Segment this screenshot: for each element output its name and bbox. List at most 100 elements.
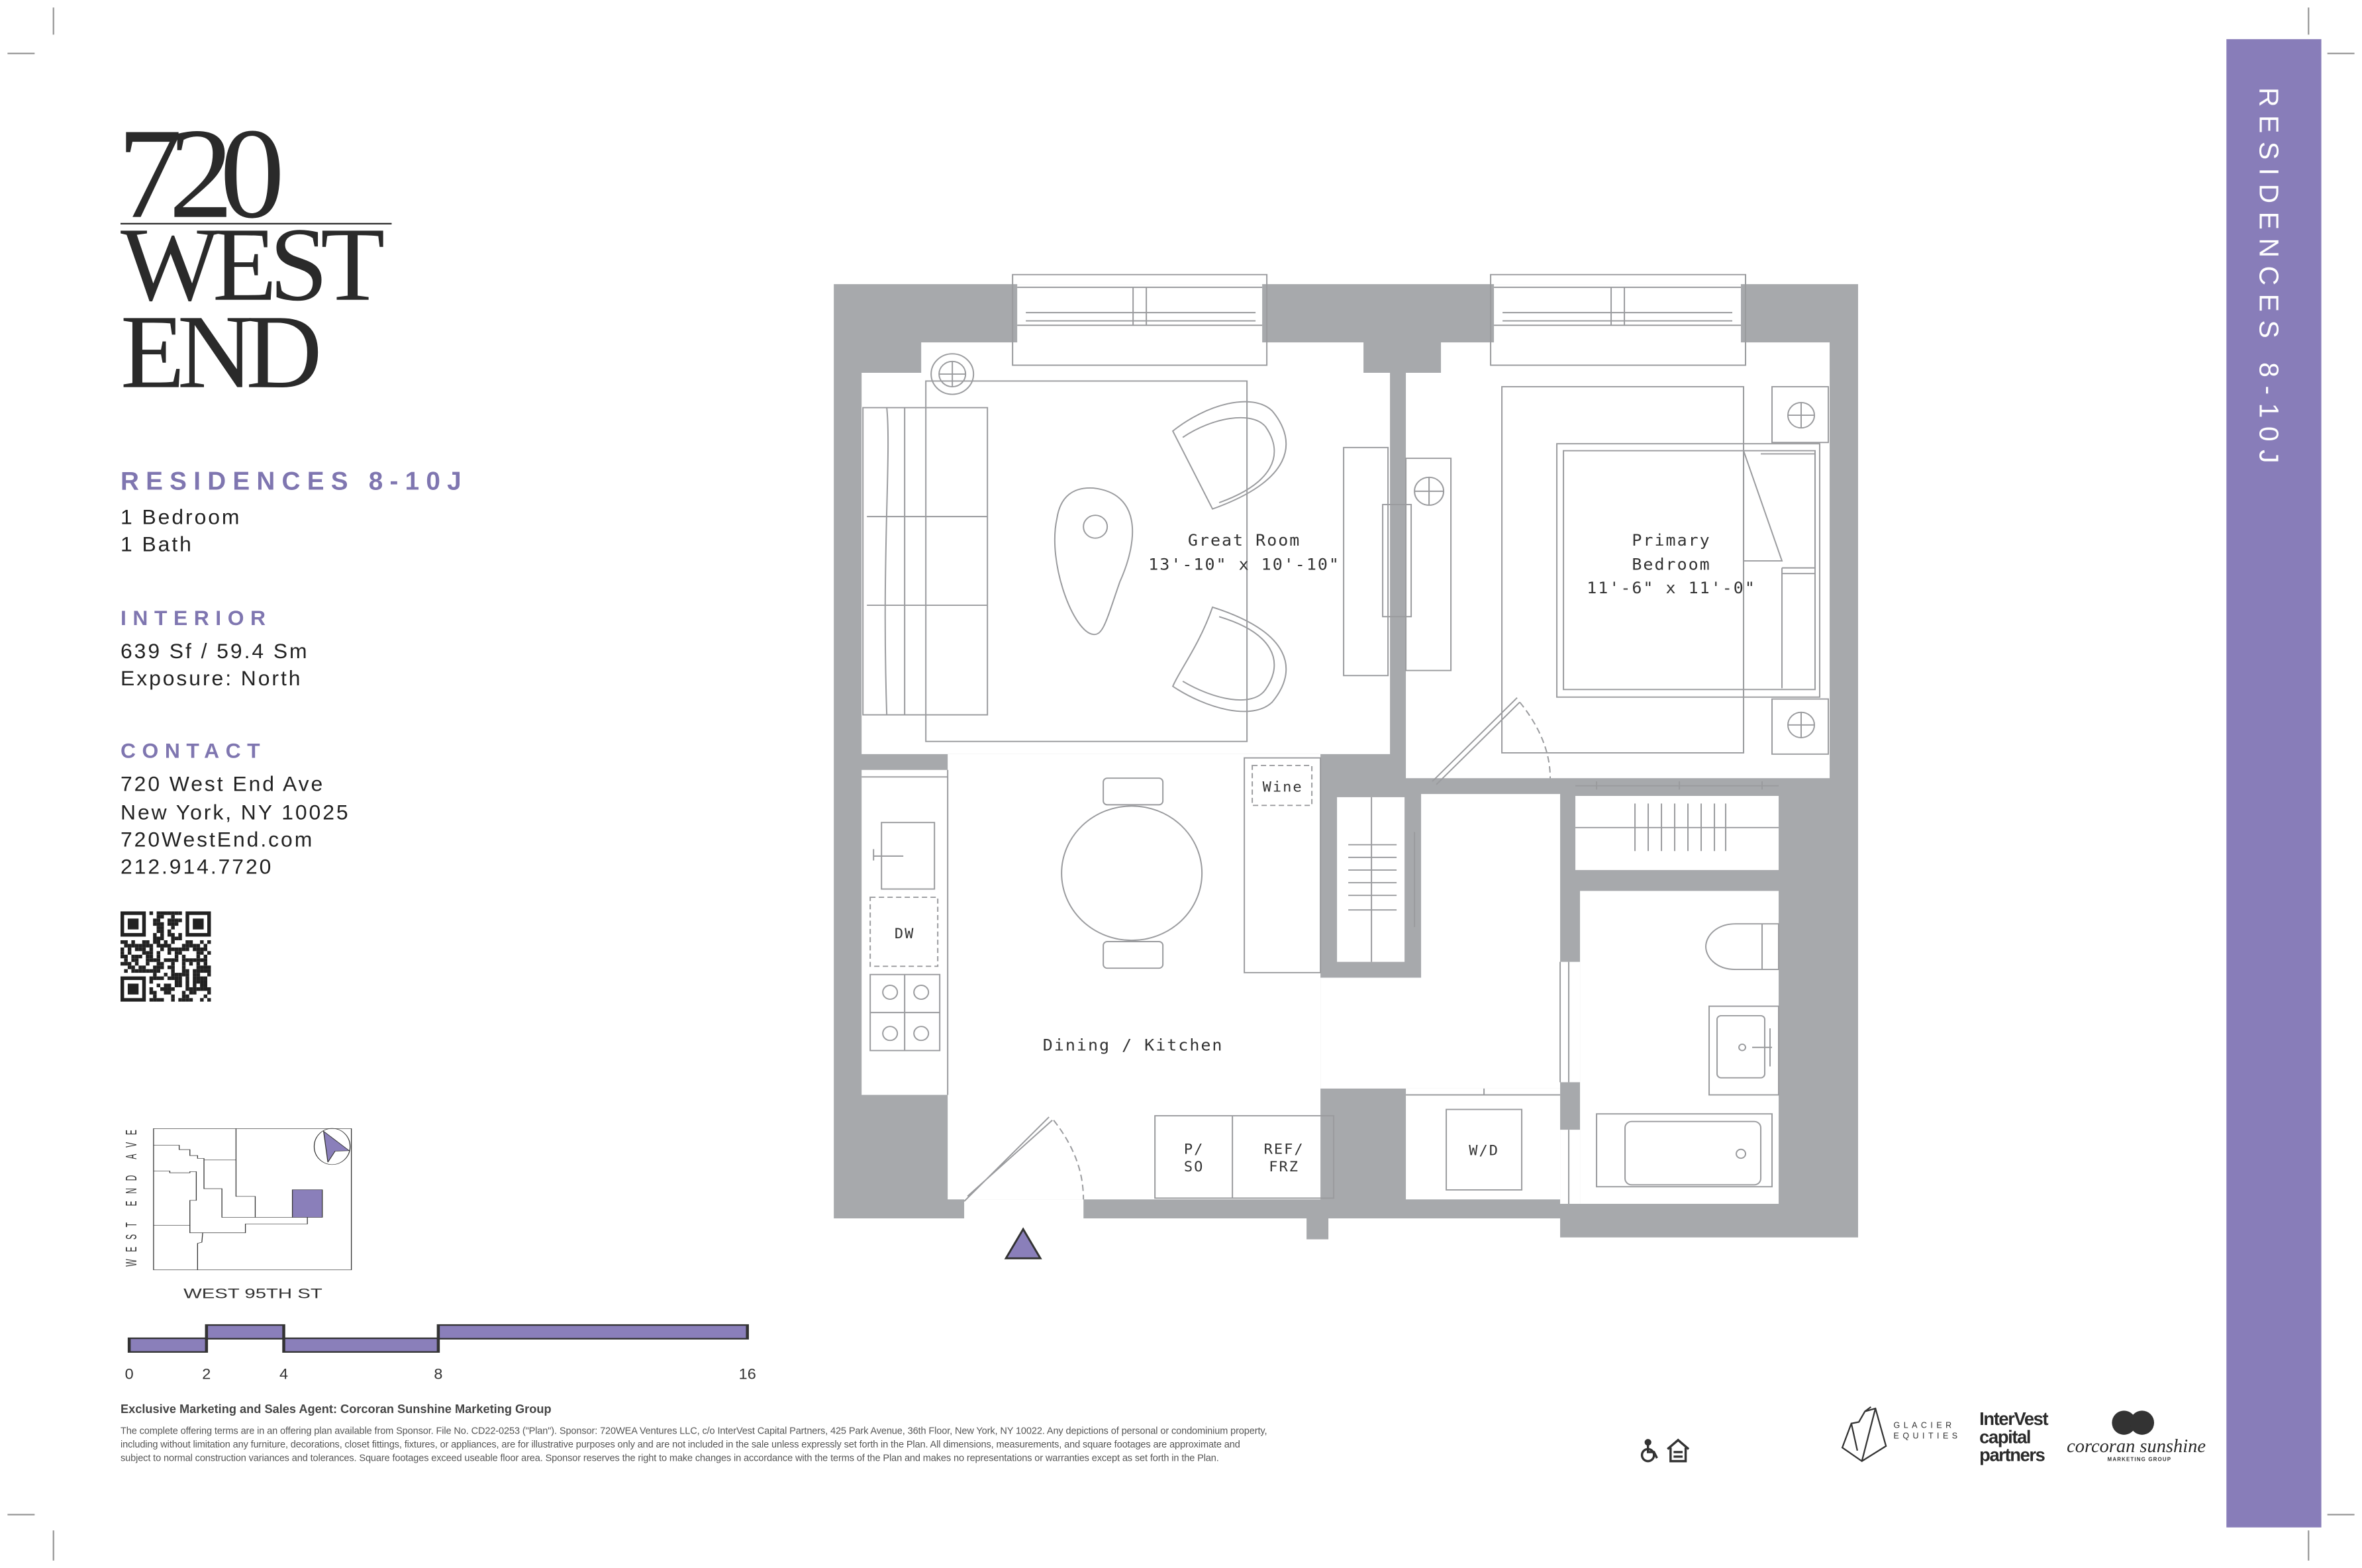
glacier-text-1: GLACIER [1893, 1422, 1955, 1432]
window-right [1489, 273, 1746, 366]
contact-city: New York, NY 10025 [120, 799, 350, 824]
glacier-mountain-icon [1841, 1406, 1887, 1462]
logo-720: 720 [117, 101, 285, 246]
exposure: Exposure: North [120, 665, 303, 690]
scale-bar-tick-label: 0 [124, 1365, 133, 1381]
scale-bar-tick-label: 2 [202, 1365, 211, 1381]
crop-mark [2327, 52, 2355, 54]
equal-housing-icon [1667, 1438, 1690, 1463]
nightstand [1770, 385, 1828, 443]
bathtub [1595, 1112, 1772, 1187]
armchair [1171, 401, 1286, 510]
rooms [861, 283, 1829, 1218]
glacier-text-2: EQUITIES [1893, 1432, 1961, 1442]
street-label-95th: WEST 95TH ST [183, 1285, 322, 1300]
great-room-dims: 13'-10" x 10'-10" [1148, 555, 1340, 573]
bedroom-dims: 11'-6" x 11'-0" [1586, 578, 1755, 597]
side-band-text: RESIDENCES 8-10J [2253, 87, 2284, 472]
intervest-text-3: partners [1979, 1444, 2045, 1466]
site-unit-highlight [291, 1189, 322, 1217]
toilet [1704, 922, 1779, 970]
window-left [1011, 273, 1267, 366]
great-room-label: Great Room [1187, 530, 1300, 549]
pso-label-1: P/ [1183, 1141, 1203, 1157]
disclaimer-line: The complete offering terms are in an of… [120, 1426, 1267, 1438]
scale-bar-tick-label: 16 [738, 1365, 756, 1381]
site-lot [189, 1216, 308, 1232]
site-map [152, 1127, 352, 1269]
compliance-icons [1640, 1438, 1690, 1463]
wd-label: W/D [1468, 1142, 1499, 1158]
logo-rule [120, 222, 392, 224]
coffee-table [1053, 487, 1133, 635]
washer-dryer [1444, 1108, 1522, 1191]
floor-plan: Great Room 13'-10" x 10'-10" Primary Bed… [833, 273, 1857, 1259]
entry-door [963, 1116, 1052, 1202]
wine-label: Wine [1261, 779, 1302, 795]
dishwasher [869, 896, 938, 967]
scale-bar-tick-label: 8 [434, 1365, 442, 1381]
scale-bar-segment [204, 1323, 285, 1339]
disclaimer-line: including without limitation any furnitu… [120, 1440, 1240, 1451]
nightstand [1770, 698, 1828, 755]
fixtures [861, 273, 1828, 1204]
intervest-text-2: capital [1979, 1426, 2031, 1448]
dining-chair [1102, 940, 1163, 969]
bedroom-door [1431, 697, 1520, 785]
scale-bar-segment [127, 1336, 208, 1352]
crop-mark [7, 52, 35, 54]
interior-heading: INTERIOR [120, 605, 272, 630]
interior-area: 639 Sf / 59.4 Sm [120, 638, 309, 663]
site-lot [197, 1232, 203, 1269]
entry-triangle-icon [1003, 1226, 1042, 1259]
site-block [152, 1127, 352, 1269]
accessibility-icon [1640, 1439, 1658, 1463]
site-lot [153, 1128, 236, 1159]
crop-mark [7, 1514, 35, 1516]
vanity [1707, 1005, 1779, 1095]
intervest-text-1: InterVest [1979, 1408, 2048, 1430]
logo-west: WEST [120, 207, 385, 324]
side-band [2226, 39, 2322, 1528]
logo-end: END [120, 295, 322, 412]
bed [1555, 442, 1820, 698]
appliances [1153, 1114, 1334, 1199]
north-arrow-icon [313, 1127, 350, 1164]
corcoran-text: corcoran sunshine [2067, 1435, 2206, 1457]
armchair [1171, 606, 1286, 712]
crop-mark [2308, 7, 2310, 35]
wine-fridge [1250, 764, 1312, 806]
dining-table [1060, 805, 1202, 941]
ref-label-1: REF/ [1263, 1141, 1303, 1157]
qr-code[interactable] [120, 911, 211, 1002]
media-console [1342, 446, 1388, 676]
bedroom-label-2: Bedroom [1631, 555, 1710, 573]
dining-chair [1102, 777, 1163, 805]
agent-line: Exclusive Marketing and Sales Agent: Cor… [120, 1402, 552, 1416]
rug [924, 380, 1247, 742]
disclaimer-line: subject to normal construction variances… [120, 1453, 1219, 1465]
corcoran-emblem-icon [2112, 1410, 2155, 1435]
crop-mark [52, 1530, 54, 1561]
desk [1404, 457, 1451, 671]
contact-address: 720 West End Ave [120, 771, 325, 796]
contact-website[interactable]: 720WestEnd.com [120, 826, 315, 852]
site-map-and-scale: WEST END AVE WEST 95TH ST 0 2 4 8 16 [122, 1127, 756, 1381]
site-lot [153, 1169, 197, 1225]
ref-label-2: FRZ [1268, 1159, 1299, 1175]
scale-bar-segment [436, 1323, 749, 1339]
bedroom-rug [1500, 385, 1744, 754]
scale-bar-tick-label: 4 [279, 1365, 287, 1381]
crop-mark [2327, 1514, 2355, 1516]
sofa [861, 407, 988, 716]
dining-kitchen-label: Dining / Kitchen [1042, 1036, 1223, 1054]
pantry-cabinet [1242, 757, 1320, 973]
baths: 1 Bath [120, 532, 193, 556]
residence-title: RESIDENCES 8-10J [120, 467, 468, 496]
street-label-west-end-ave: WEST END AVE [122, 1129, 139, 1266]
bedroom-label-1: Primary [1631, 530, 1710, 549]
crop-mark [52, 7, 54, 35]
contact-phone[interactable]: 212.914.7720 [120, 854, 273, 879]
crop-mark [2308, 1530, 2310, 1561]
